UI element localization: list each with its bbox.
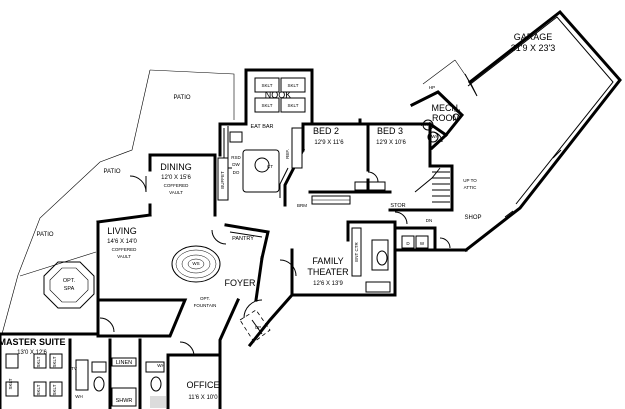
sklt-master-3: SKLT — [36, 384, 41, 395]
bed3-dim: 12'9 X 10'6 — [376, 140, 406, 146]
dn-label: DN — [426, 218, 433, 223]
brm-label: BRM — [297, 203, 307, 208]
wh-upper-label: WH — [157, 363, 165, 368]
family-theater-label-1: FAMILY — [312, 256, 343, 266]
garage-label: GARAGE — [514, 32, 553, 42]
ws-label: WS — [192, 261, 199, 266]
hp-label: HP — [429, 85, 435, 90]
sklt-nook-3: SKLT — [262, 103, 273, 108]
washer-label: W — [420, 241, 425, 246]
living-label: LIVING — [107, 226, 137, 236]
office-dim: 11'6 X 10'0 — [188, 395, 218, 401]
patio-left-label: PATIO — [103, 169, 120, 175]
opt-fountain-1: OPT. — [200, 296, 210, 301]
stor-label: STOR — [390, 203, 405, 209]
stairs — [414, 167, 450, 203]
mech-room-label-1: MECH. — [432, 103, 461, 113]
linen-text: LINEN — [116, 360, 132, 366]
up-label: UP — [255, 325, 261, 330]
sklt-master-5: SKLT — [52, 384, 57, 395]
family-theater-label-2: THEATER — [307, 267, 349, 277]
opt-fountain-2: FOUNTAIN — [194, 303, 217, 308]
fixtures — [5, 77, 460, 408]
sklt-nook-1: SKLT — [262, 83, 273, 88]
bed3-label: BED 3 — [377, 126, 403, 136]
wh-mech-2: WH — [431, 134, 439, 139]
rsd-label: RSD — [231, 155, 241, 160]
sklt-master-2: SKLT — [36, 356, 41, 367]
dining-label: DINING — [160, 162, 192, 172]
opt-spa-1: OPT. — [63, 278, 76, 284]
sklt-master-4: SKLT — [52, 356, 57, 367]
living-note-1: COFFERED — [112, 247, 138, 252]
house-walls — [0, 68, 468, 409]
room-labels: GARAGE 31'9 X 23'3 PATIO PATIO PATIO NOO… — [0, 32, 555, 404]
master-suite-dim: 13'0 X 12'6 — [17, 350, 47, 356]
dryer-label: D — [406, 241, 410, 246]
bed2-dim: 12'9 X 11'6 — [314, 140, 344, 146]
garage-dim: 31'9 X 23'3 — [511, 43, 555, 53]
patio-top-label: PATIO — [173, 95, 190, 101]
up-to-attic-1: UP TO — [463, 178, 477, 183]
sklt-nook-2: SKLT — [288, 83, 299, 88]
patio-outlines — [1, 69, 235, 335]
master-suite-label: MASTER SUITE — [0, 337, 66, 347]
buffet-label: BUFFET — [220, 171, 225, 189]
mech-room-label-2: ROOM — [432, 113, 460, 123]
tv-label: TV — [71, 366, 77, 371]
wh-mech-1: WH — [420, 122, 428, 127]
dining-note-1: COFFERED — [164, 183, 190, 188]
dw-label: DW — [232, 162, 240, 167]
up-to-attic-2: ATTIC — [464, 185, 477, 190]
patio-far-left-label: PATIO — [36, 232, 53, 238]
cv-label: CV — [454, 108, 460, 113]
sklt-nook-4: SKLT — [288, 103, 299, 108]
opt-spa-2: SPA — [64, 286, 75, 292]
living-note-2: VAULT — [117, 254, 131, 259]
dining-dim: 12'0 X 15'6 — [161, 175, 191, 181]
eat-bar-label: EAT BAR — [250, 124, 273, 130]
nook-label: NOOK — [265, 90, 292, 100]
pantry-label: PANTRY — [232, 236, 254, 242]
garage — [422, 9, 622, 253]
bed2-label: BED 2 — [313, 126, 339, 136]
do-label: DO — [233, 170, 240, 175]
wh-small-label: WH — [75, 394, 83, 399]
ref-label: REF. — [285, 149, 290, 159]
sklt-master-1: SKLT — [8, 378, 13, 389]
shop-label: SHOP — [464, 215, 481, 221]
family-theater-dim: 12'6 X 13'9 — [313, 281, 343, 287]
ct-label: CT — [267, 164, 273, 169]
ent-ctr-label: ENT CTR — [354, 242, 359, 262]
foyer-label: FOYER — [224, 278, 256, 288]
shwr-label: SHWR — [116, 398, 133, 404]
office-label: OFFICE — [187, 380, 220, 390]
dining-note-2: VAULT — [169, 190, 183, 195]
living-dim: 14'6 X 14'0 — [107, 239, 137, 245]
